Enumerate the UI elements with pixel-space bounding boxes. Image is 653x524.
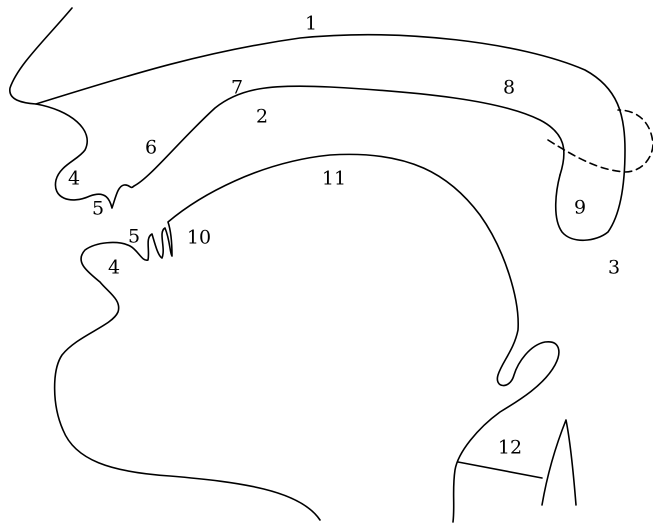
palate-curve (36, 86, 564, 208)
label-4-upper: 4 (68, 170, 80, 189)
label-5-lower: 5 (128, 228, 140, 247)
label-10: 10 (187, 229, 211, 248)
label-3: 3 (608, 259, 620, 278)
label-8: 8 (503, 79, 515, 98)
label-7: 7 (231, 79, 243, 98)
label-6: 6 (145, 139, 157, 158)
label-9: 9 (574, 199, 586, 218)
label-1: 1 (305, 15, 317, 34)
label-11: 11 (322, 170, 346, 189)
label-2: 2 (256, 108, 268, 127)
label-5-upper: 5 (92, 200, 104, 219)
label-4-lower: 4 (108, 259, 120, 278)
glottis-marker-line (458, 462, 542, 478)
label-12: 12 (498, 439, 522, 458)
epiglottis-spike (542, 420, 576, 505)
